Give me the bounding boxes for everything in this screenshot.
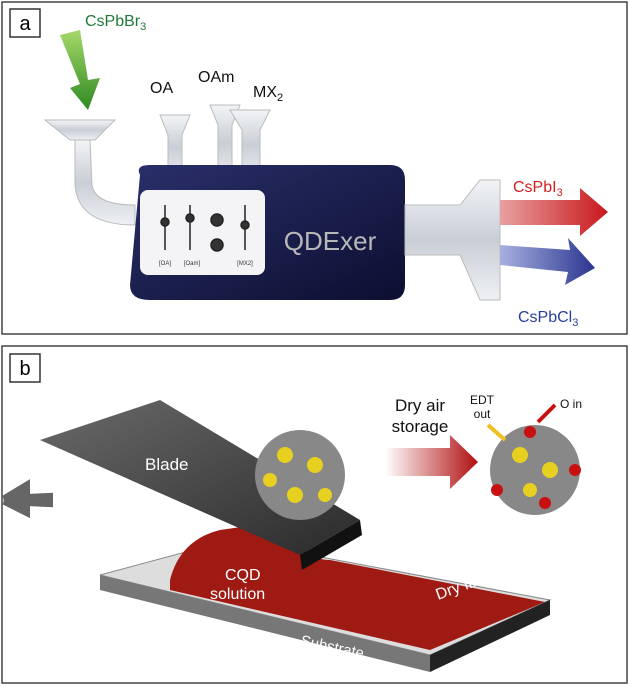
oxygen-in-arrow — [536, 403, 557, 424]
device-control-panel — [140, 190, 265, 275]
edt-out-label-line1: EDT — [470, 393, 495, 407]
device-label-oa: [OA] — [159, 261, 171, 267]
substrate-side — [430, 600, 550, 672]
panel-b-frame — [1, 345, 628, 684]
process-label-line1: Dry air — [395, 396, 445, 415]
quantum-dot-cluster — [255, 430, 345, 520]
edt-out-label-line2: out — [474, 407, 491, 421]
reagent-label-oam: OAm — [198, 69, 234, 86]
device-sliders — [160, 205, 250, 252]
panel-a-label-box — [9, 8, 41, 38]
reagent-label-mx2: MX2 — [253, 84, 283, 104]
cqd-film — [170, 520, 545, 650]
chloride-arrow — [500, 238, 595, 285]
device-name: QDExer — [284, 226, 377, 256]
panel-a-frame — [1, 1, 628, 335]
panel-a-label: a — [19, 13, 31, 35]
solution-label-line1: CQD — [225, 567, 261, 584]
solution-label-line2: solution — [210, 586, 265, 603]
input-pipe — [74, 139, 136, 226]
storage-arrow — [385, 435, 478, 489]
device-label-mx2: [MX2] — [237, 261, 253, 267]
iodide-arrow — [500, 188, 608, 236]
device-label-oam: [Oam] — [184, 261, 201, 267]
edt-out-arrow — [486, 423, 507, 442]
product-label-chloride: CsPbCl3 — [518, 309, 578, 329]
precursor-arrow — [60, 30, 100, 110]
substrate-edge — [100, 575, 430, 672]
panel-b-label-box — [9, 353, 41, 383]
output-pipe — [404, 179, 501, 301]
blade-direction-arrow — [2, 479, 53, 519]
precursor-label: CsPbBr3 — [85, 13, 146, 33]
blade-label: Blade — [145, 455, 188, 474]
process-label-line2: storage — [392, 417, 449, 436]
input-funnel — [43, 119, 117, 141]
blade-edge — [300, 520, 362, 570]
product-label-iodide: CsPbI3 — [513, 179, 563, 199]
panel-b-label: b — [19, 358, 30, 380]
reagent-label-oa: OA — [150, 80, 173, 97]
oxidized-quantum-dot-cluster — [490, 425, 581, 515]
blade — [40, 400, 360, 555]
oxygen-in-label: O in — [560, 397, 582, 411]
